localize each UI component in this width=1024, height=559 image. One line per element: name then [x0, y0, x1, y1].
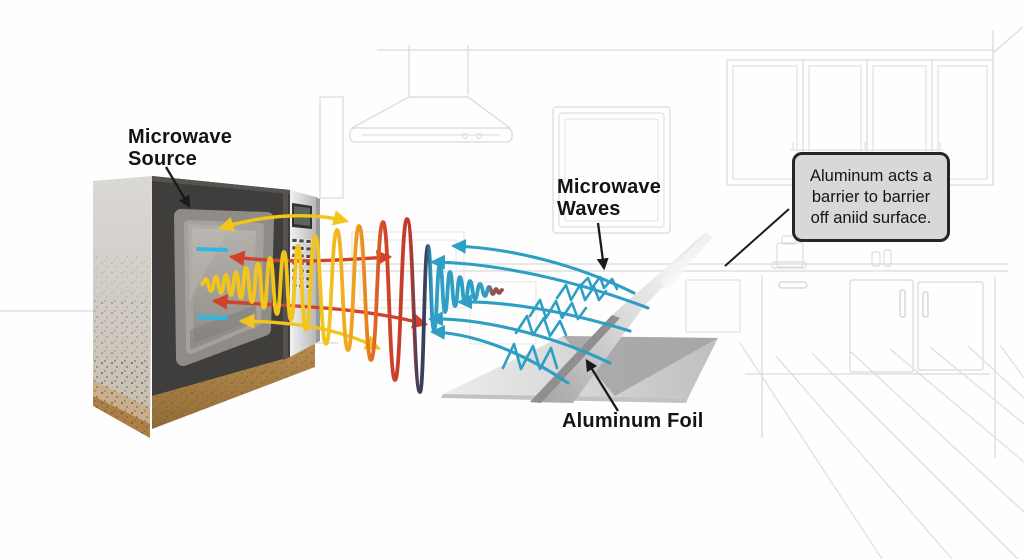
label-arrows — [165, 166, 790, 412]
label-aluminum-foil: Aluminum Foil — [562, 410, 703, 432]
main-oscillating-wave — [200, 217, 504, 394]
label-microwave-waves-line1: Microwave — [557, 176, 662, 198]
label-microwave-source-line2: Source — [128, 148, 198, 170]
label-microwave-waves: Microwave Waves — [557, 176, 661, 220]
wave-graphics — [196, 210, 650, 394]
range-hood-sketch — [349, 45, 513, 143]
label-microwave-source-line1: Microwave — [128, 126, 233, 148]
countertop-line — [300, 263, 1008, 272]
microwave-waves-arrow — [596, 222, 609, 271]
microwave-source-arrow — [165, 166, 191, 209]
blue-zigzag-waves — [501, 275, 619, 371]
aluminum-foil-arrow — [585, 358, 619, 412]
callout-line1: Aluminum acts a — [810, 166, 932, 185]
callout-box: Aluminum acts a barrier to barrier off a… — [792, 152, 950, 242]
floor-sketch — [739, 342, 1024, 559]
callout-line2: barrier to barrier — [811, 187, 931, 206]
label-microwave-waves-line2: Waves — [557, 198, 621, 220]
callout-pointer-line — [724, 208, 790, 267]
base-cabinets-sketch — [745, 275, 996, 458]
wall-panel-sketch — [319, 96, 344, 199]
callout-line3: off aniid surface. — [810, 208, 932, 227]
aluminum-foil-graphic — [441, 232, 718, 403]
window-sketch — [552, 106, 671, 234]
label-microwave-source: Microwave Source — [128, 126, 232, 170]
oven-side-speckles — [93, 255, 152, 438]
label-aluminum-foil-text: Aluminum Foil — [562, 410, 704, 432]
